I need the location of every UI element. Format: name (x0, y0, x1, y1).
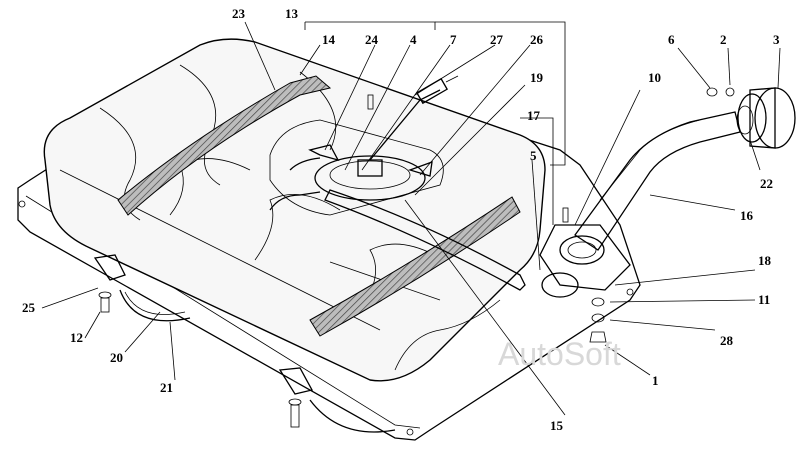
bolt-bottom (288, 398, 302, 428)
screw-6 (706, 87, 735, 97)
callout-12: 12 (70, 330, 83, 345)
watermark: AutoSoft (498, 336, 621, 372)
callout-3: 3 (773, 32, 780, 47)
leader-lines (41, 21, 781, 416)
callout-18: 18 (758, 253, 772, 268)
callout-25: 25 (22, 300, 36, 315)
callout-23: 23 (232, 6, 246, 21)
callout-2: 2 (720, 32, 727, 47)
washers-right (589, 297, 607, 343)
stud-near-neck (367, 94, 569, 223)
callout-14: 14 (322, 32, 336, 47)
callout-4: 4 (410, 32, 417, 47)
tank-strap-rear (309, 196, 521, 337)
callout-1: 1 (652, 373, 659, 388)
callout-16: 16 (740, 208, 754, 223)
tank-strap-front (117, 75, 332, 216)
callout-21: 21 (160, 380, 173, 395)
callout-26: 26 (530, 32, 544, 47)
callout-27: 27 (490, 32, 504, 47)
vent-hose (324, 189, 526, 291)
callout-7: 7 (450, 32, 457, 47)
callout-labels: 23 13 14 24 4 7 27 26 19 10 17 5 6 2 3 2… (22, 6, 780, 433)
callout-15: 15 (550, 418, 564, 433)
callout-28: 28 (720, 333, 734, 348)
mount-bracket-left (93, 254, 191, 322)
filler-cap (736, 87, 796, 149)
callout-24: 24 (365, 32, 379, 47)
callout-6: 6 (668, 32, 675, 47)
callout-11: 11 (758, 292, 770, 307)
callout-20: 20 (110, 350, 123, 365)
callout-13: 13 (285, 6, 299, 21)
filler-neck-pipe (539, 111, 741, 298)
fuel-level-sender (269, 75, 459, 211)
callout-19: 19 (530, 70, 544, 85)
callout-5: 5 (530, 148, 537, 163)
callout-17: 17 (527, 108, 541, 123)
mount-bracket-right (278, 367, 396, 433)
bolt-12 (98, 291, 112, 313)
callout-22: 22 (760, 176, 773, 191)
callout-10: 10 (648, 70, 661, 85)
